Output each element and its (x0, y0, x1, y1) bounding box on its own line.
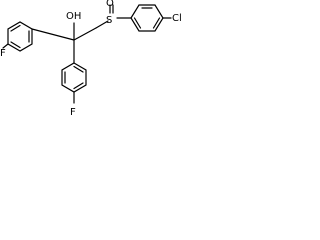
fluorophenyl-ring-bottom (61, 62, 87, 104)
hydroxyl-label: OH (66, 11, 81, 22)
fluorine-bottom-label: F (70, 107, 76, 118)
sulfur-label: S (106, 15, 112, 26)
molecule-structure: OH S O Cl F F (0, 0, 182, 118)
chlorine-label: Cl (172, 13, 182, 24)
sulfoxide-group (109, 4, 132, 19)
central-carbon-bonds (31, 20, 109, 64)
fluorine-top-label: F (0, 48, 6, 59)
chlorophenyl-ring (130, 4, 172, 32)
fluorophenyl-ring-top (2, 21, 33, 52)
sulfoxide-oxygen-label: O (106, 0, 114, 9)
